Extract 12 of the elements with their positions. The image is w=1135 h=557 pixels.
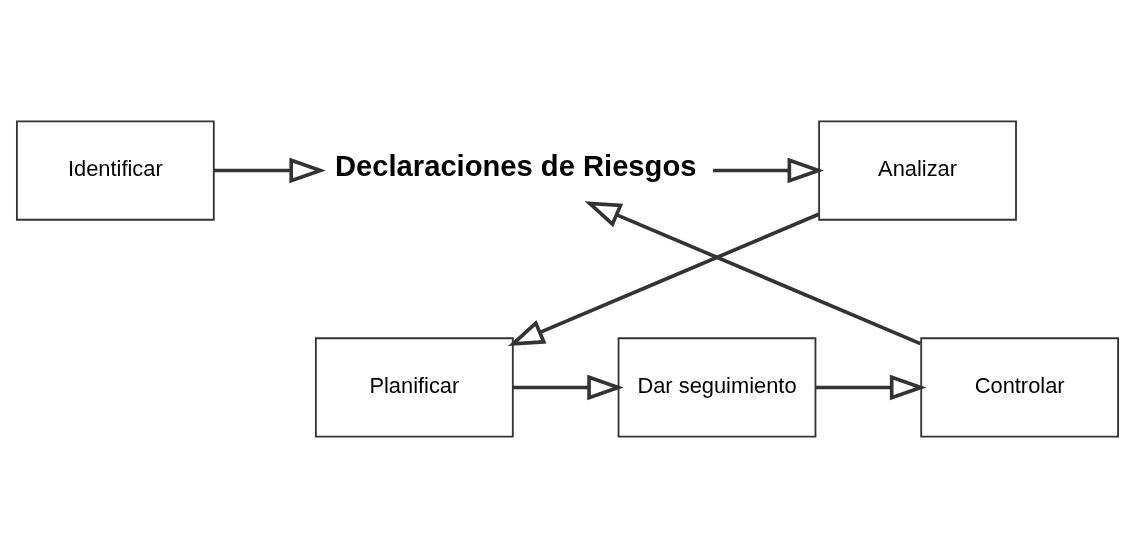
node-box: Analizar xyxy=(818,119,1017,221)
node-box: Dar seguimiento xyxy=(617,336,817,438)
arrow xyxy=(507,212,820,346)
node-box: Identificar xyxy=(16,119,215,221)
node-text: Declaraciones de Riesgos xyxy=(335,149,697,182)
arrow xyxy=(584,200,922,345)
arrow xyxy=(214,157,326,183)
node-box: Planificar xyxy=(315,336,514,438)
arrow xyxy=(815,374,927,400)
arrow xyxy=(513,374,624,400)
arrow xyxy=(713,157,825,183)
node-box: Controlar xyxy=(920,336,1119,438)
